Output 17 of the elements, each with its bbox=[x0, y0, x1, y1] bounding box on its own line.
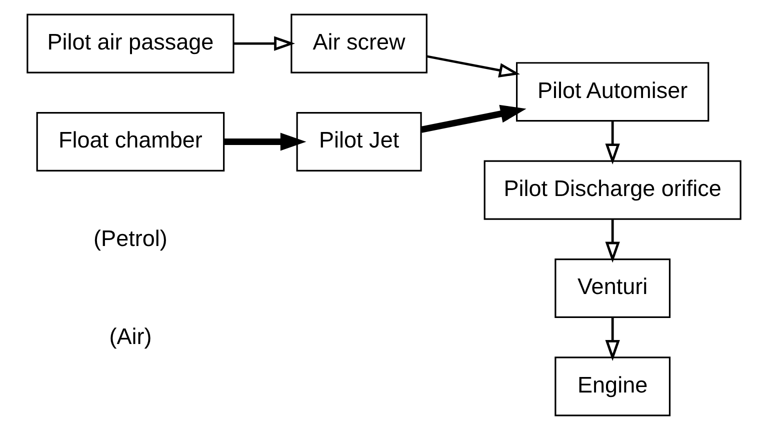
arrow bbox=[420, 104, 526, 133]
arrow bbox=[604, 317, 620, 361]
node-box: Venturi bbox=[554, 258, 670, 318]
node-box: Float chamber bbox=[36, 112, 224, 172]
node-box: Engine bbox=[554, 356, 670, 416]
arrow bbox=[224, 132, 306, 151]
arrow bbox=[233, 36, 295, 51]
label: (Petrol) bbox=[93, 226, 167, 251]
node-box: Pilot Jet bbox=[296, 112, 422, 172]
arrow bbox=[426, 55, 520, 78]
label: (Air) bbox=[108, 324, 152, 350]
node-box: Pilot Discharge orifice bbox=[483, 160, 741, 220]
node-box: Pilot air passage bbox=[26, 14, 234, 74]
node-box: Pilot Automiser bbox=[516, 62, 709, 122]
node-box: Air screw bbox=[290, 14, 427, 74]
arrow bbox=[604, 120, 620, 165]
arrow bbox=[604, 219, 620, 263]
